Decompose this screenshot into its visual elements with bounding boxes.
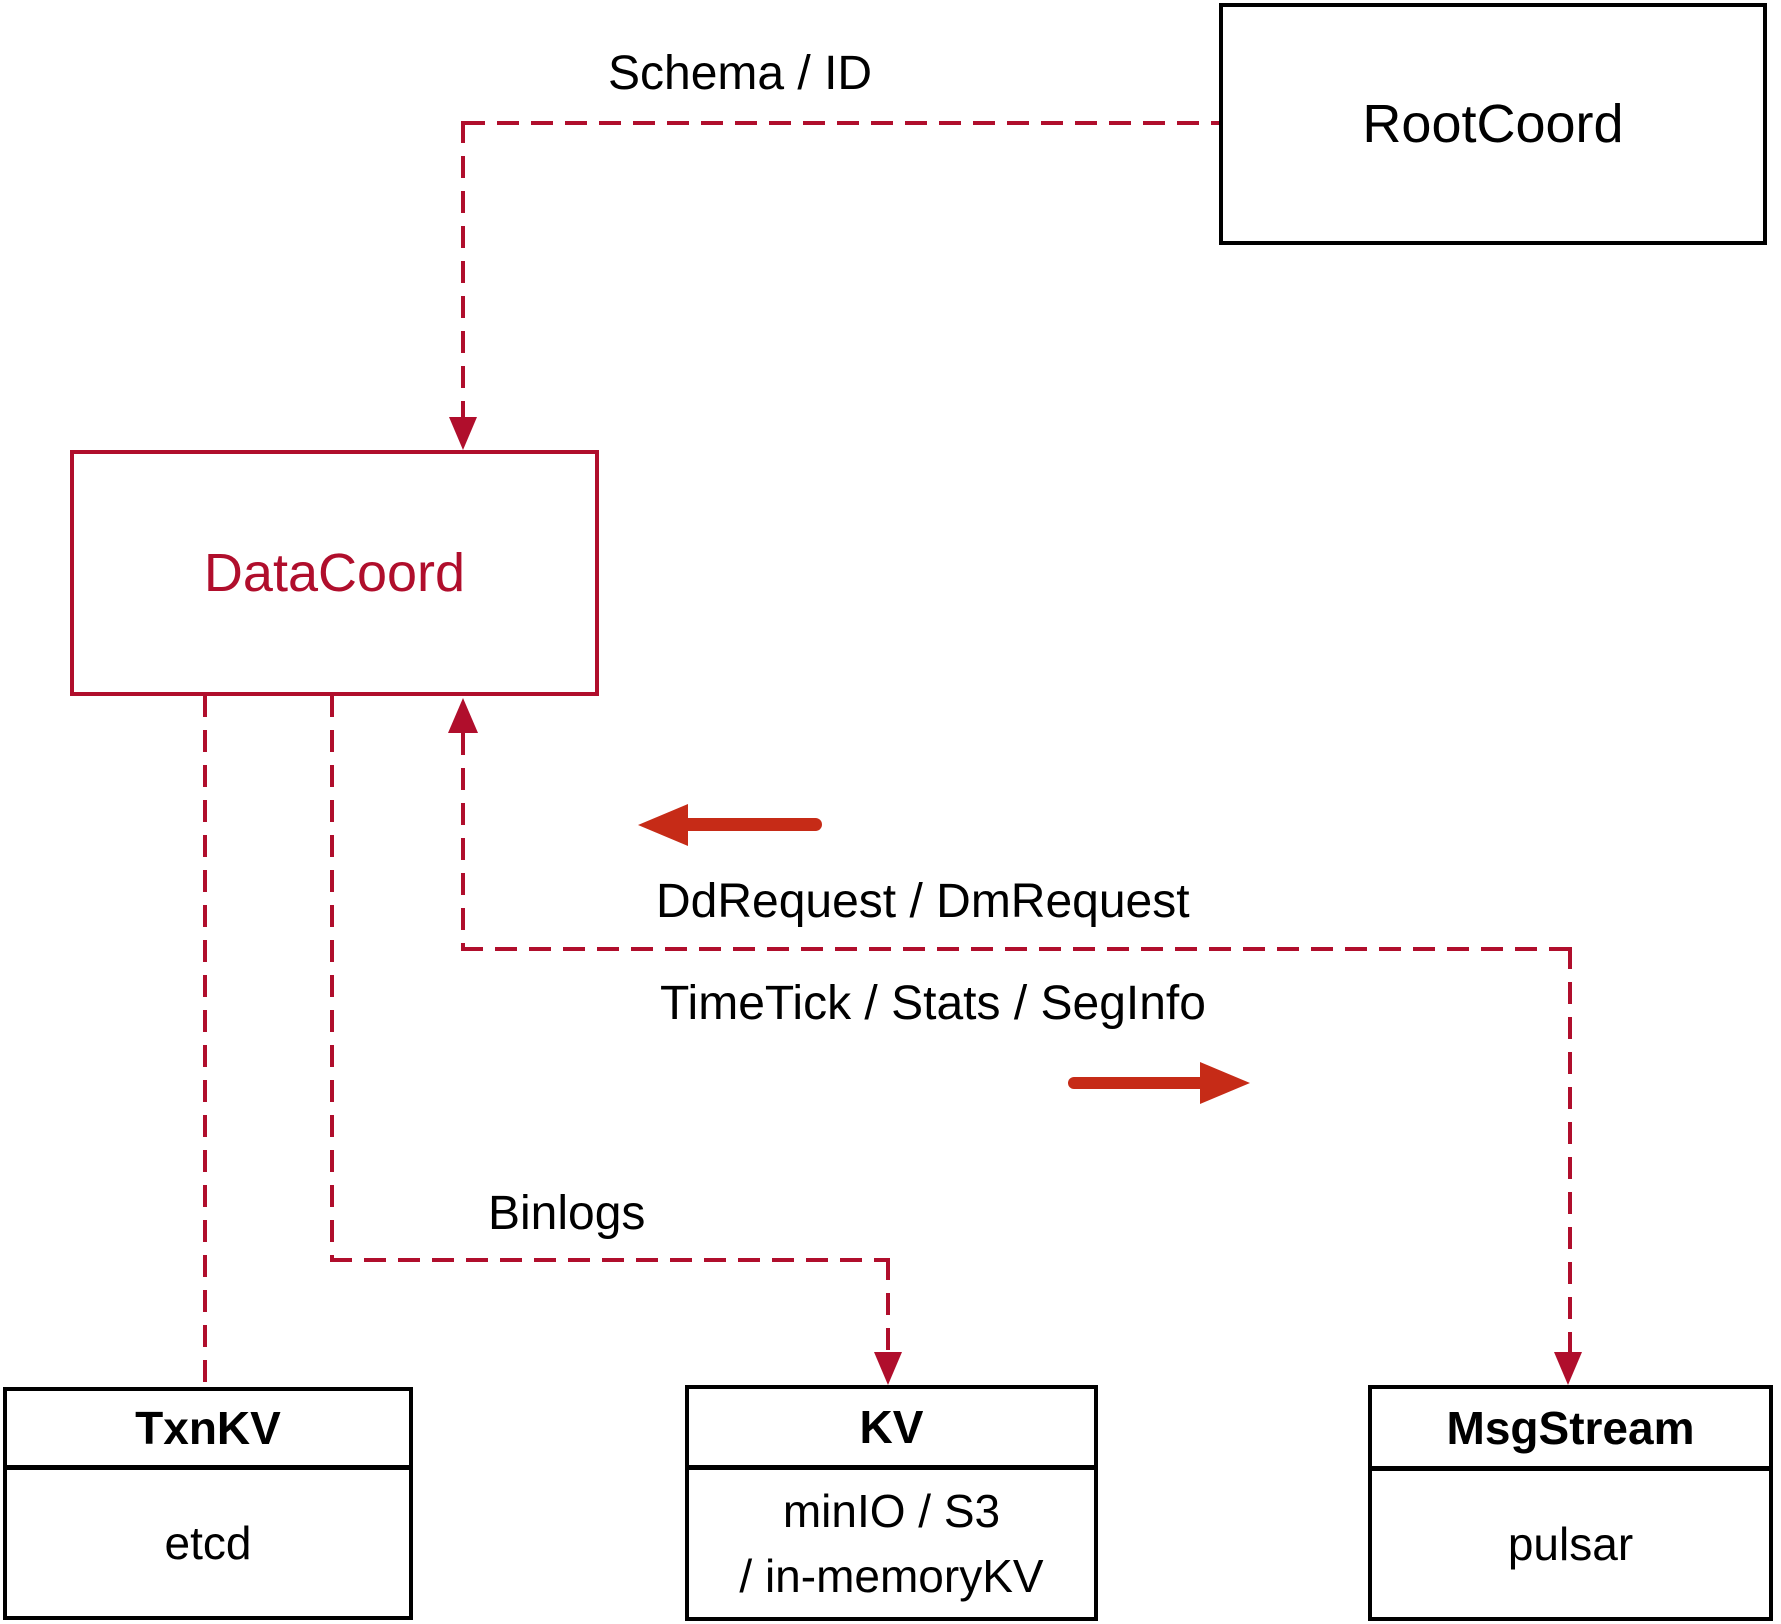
rootcoord-node: RootCoord (1219, 3, 1767, 245)
arrow-down-icon (449, 417, 477, 450)
txnkv-node: TxnKV etcd (3, 1387, 413, 1620)
msgstream-node: MsgStream pulsar (1368, 1385, 1773, 1621)
kv-node: KV minIO / S3 / in-memoryKV (685, 1385, 1098, 1621)
connector-binlogs-vertical-2 (886, 1258, 890, 1352)
txnkv-body-text: etcd (164, 1516, 252, 1569)
schema-id-label: Schema / ID (608, 47, 873, 100)
arrow-left-icon (638, 804, 688, 846)
connector-schema-horizontal (463, 121, 1219, 125)
kv-title: KV (689, 1389, 1094, 1470)
flow-arrow-left-shaft (676, 818, 822, 831)
flow-arrow-right-shaft (1068, 1077, 1208, 1089)
connector-txnkv-vertical (203, 695, 207, 1387)
msgstream-title: MsgStream (1372, 1389, 1769, 1471)
binlogs-label: Binlogs (488, 1187, 646, 1240)
arrow-down-icon (1554, 1352, 1582, 1385)
datacoord-node: DataCoord (70, 450, 599, 696)
kv-body-line1: minIO / S3 (782, 1485, 1001, 1538)
connector-binlogs-horizontal (330, 1258, 888, 1262)
timetick-label: TimeTick / Stats / SegInfo (660, 977, 1206, 1030)
msgstream-body: pulsar (1372, 1471, 1769, 1617)
datacoord-label: DataCoord (203, 543, 466, 603)
arrow-down-icon (874, 1352, 902, 1385)
txnkv-title: TxnKV (7, 1391, 409, 1470)
msgstream-body-text: pulsar (1507, 1517, 1634, 1570)
arrow-right-icon (1200, 1062, 1250, 1104)
connector-schema-vertical (461, 121, 465, 417)
connector-msgstream-vertical-2 (1568, 947, 1572, 1352)
rootcoord-label: RootCoord (1362, 94, 1624, 154)
txnkv-body: etcd (7, 1470, 409, 1616)
kv-body-line2: / in-memoryKV (739, 1549, 1044, 1602)
ddrequest-label: DdRequest / DmRequest (656, 875, 1190, 928)
arrow-up-icon (448, 698, 478, 733)
connector-msgstream-horizontal (461, 947, 1572, 951)
connector-binlogs-vertical-1 (330, 695, 334, 1260)
kv-body: minIO / S3 / in-memoryKV (689, 1470, 1094, 1617)
connector-msgstream-vertical-1 (461, 733, 465, 949)
